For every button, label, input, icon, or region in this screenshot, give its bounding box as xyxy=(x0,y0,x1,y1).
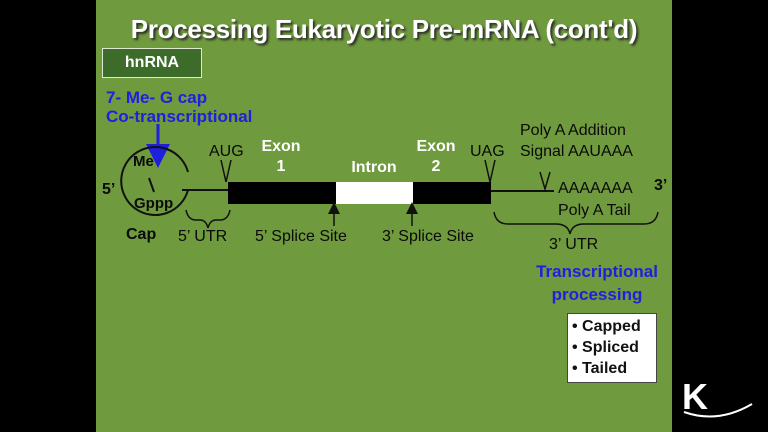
exon1-label: Exon 1 xyxy=(256,137,306,177)
exon1-label-line1: Exon xyxy=(261,138,301,155)
cap-me-label: Me xyxy=(133,153,154,170)
poly-signal-line2: Signal AAUAAA xyxy=(520,143,633,160)
poly-signal-marker xyxy=(539,171,551,192)
utr3-label: 3’ UTR xyxy=(549,236,599,253)
feature-item: • Capped xyxy=(572,318,641,335)
exon2-label-line1: Exon xyxy=(416,138,456,155)
splice3-label: 3’ Splice Site xyxy=(382,228,474,245)
transcriptional-processing: Transcriptional processing xyxy=(524,260,670,306)
exon2-block xyxy=(413,182,491,204)
slide: Processing Eukaryotic Pre-mRNA (cont'd) … xyxy=(96,0,672,432)
poly-a-tail-label: Poly A Tail xyxy=(558,202,631,219)
transcriptional-line2: processing xyxy=(551,285,643,304)
exon2-label-line2: 2 xyxy=(431,158,441,175)
utr3-brace xyxy=(493,211,659,235)
gene-diagram xyxy=(120,124,659,235)
transcriptional-line1: Transcriptional xyxy=(536,262,658,281)
intron-label: Intron xyxy=(351,159,397,176)
cap-note-line2: Co-transcriptional xyxy=(106,107,253,126)
hnrna-label: hnRNA xyxy=(102,48,202,78)
exon1-block xyxy=(228,182,336,204)
aug-label: AUG xyxy=(209,143,244,160)
five-prime-label: 5’ xyxy=(102,181,116,198)
cap-gppp-label: Gppp xyxy=(134,195,174,212)
k-logo: K xyxy=(682,376,708,417)
slide-title: Processing Eukaryotic Pre-mRNA (cont'd) xyxy=(130,14,638,44)
utr5-brace xyxy=(185,209,231,229)
exon2-label: Exon 2 xyxy=(411,137,461,177)
cap-label: Cap xyxy=(126,226,157,243)
utr5-label: 5’ UTR xyxy=(178,228,228,245)
three-prime-label: 3’ xyxy=(654,177,668,194)
exon1-label-line2: 1 xyxy=(276,158,286,175)
poly-signal-line1: Poly A Addition xyxy=(520,122,626,139)
poly-a-sequence: AAAAAAA xyxy=(558,180,633,197)
cap-note-line1: 7- Me- G cap xyxy=(106,88,208,107)
features-box: • Capped • Spliced • Tailed xyxy=(567,313,657,383)
poly-signal-label: Poly A Addition Signal AAUAAA xyxy=(520,120,633,162)
intron-block xyxy=(336,182,413,204)
feature-item: • Tailed xyxy=(572,360,628,377)
uag-label: UAG xyxy=(470,143,505,160)
splice5-label: 5’ Splice Site xyxy=(255,228,347,245)
cap-note: 7- Me- G cap Co-transcriptional xyxy=(106,88,252,126)
aug-marker xyxy=(220,159,232,183)
cap-circle xyxy=(120,146,189,216)
feature-item: • Spliced xyxy=(572,339,639,356)
uag-marker xyxy=(484,159,496,183)
cap-bond-line xyxy=(148,177,155,193)
